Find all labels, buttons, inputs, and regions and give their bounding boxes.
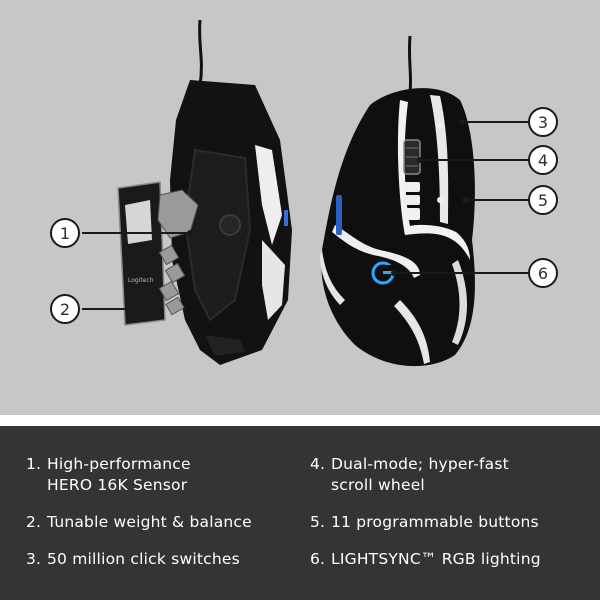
svg-text:5: 5 (538, 191, 548, 210)
callout-badge-6: 6 (528, 258, 558, 288)
feature-text: Tunable weight & balance (47, 513, 252, 531)
svg-text:2: 2 (60, 300, 70, 319)
feature-text: LIGHTSYNC™ RGB lighting (331, 550, 541, 568)
callout-badge-3: 3 (528, 107, 558, 137)
feature-text: Dual-mode; hyper-fast (331, 455, 509, 473)
weight-plate-label: Logitech (128, 277, 154, 284)
mouse-illustration: Logitech (50, 19, 558, 367)
feature-number: 3. (26, 550, 42, 568)
feature-number: 2. (26, 513, 42, 531)
mouse-underside: Logitech (117, 19, 292, 365)
feature-text: 11 programmable buttons (331, 513, 539, 531)
feature-number: 1. (26, 455, 42, 473)
svg-text:6: 6 (538, 264, 548, 283)
callout-badge-5: 5 (528, 185, 558, 215)
section-divider (0, 415, 600, 426)
callout-badge-2: 2 (50, 294, 80, 324)
feature-item-6: 6. LIGHTSYNC™ RGB lighting (310, 549, 541, 570)
mouse-top-view (320, 35, 475, 367)
feature-number: 4. (310, 455, 326, 473)
feature-item-5: 5. 11 programmable buttons (310, 512, 539, 533)
callout-badge-1: 1 (50, 218, 80, 248)
feature-text: High-performance (47, 455, 191, 473)
svg-text:4: 4 (538, 151, 548, 170)
svg-text:3: 3 (538, 113, 548, 132)
feature-list: 1. High-performance HERO 16K Sensor 2. Tun… (0, 426, 600, 600)
feature-item-1: 1. High-performance HERO 16K Sensor (26, 454, 191, 496)
feature-text-continued: HERO 16K Sensor (47, 476, 188, 494)
feature-text-continued: scroll wheel (331, 476, 425, 494)
product-hero-image: Logitech (50, 19, 558, 367)
callout-lines (82, 121, 530, 310)
feature-number: 6. (310, 550, 326, 568)
feature-item-3: 3. 50 million click switches (26, 549, 240, 570)
callout-badge-4: 4 (528, 145, 558, 175)
svg-text:1: 1 (60, 224, 70, 243)
feature-number: 5. (310, 513, 326, 531)
feature-text: 50 million click switches (47, 550, 240, 568)
feature-item-2: 2. Tunable weight & balance (26, 512, 252, 533)
feature-item-4: 4. Dual-mode; hyper-fast scroll wheel (310, 454, 509, 496)
